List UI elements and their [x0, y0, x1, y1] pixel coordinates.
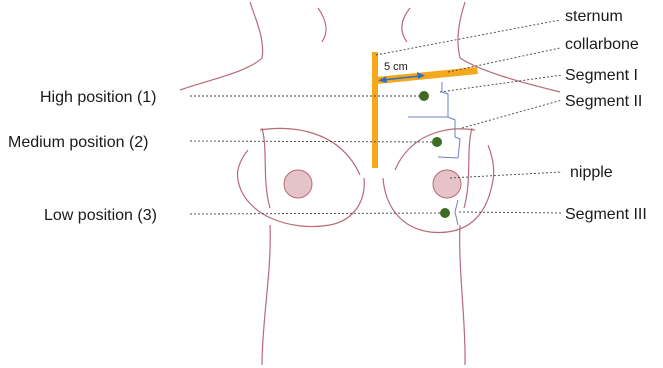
segment-3-label: Segment III [565, 206, 647, 223]
sternum-bar [372, 52, 378, 168]
distance-label: 5 cm [384, 61, 408, 73]
segment-1-label: Segment I [565, 67, 638, 84]
body-outline [180, 2, 560, 365]
low-position-dot [440, 208, 450, 218]
medium-position-label: Medium position (2) [8, 134, 149, 151]
segment-2-label: Segment II [565, 93, 642, 110]
left-areola [284, 170, 312, 198]
low-position-label: Low position (3) [44, 207, 157, 224]
medium-position-dot [432, 137, 442, 147]
high-position-dot [419, 91, 429, 101]
high-position-label: High position (1) [40, 89, 157, 106]
sternum-label: sternum [565, 8, 623, 25]
right-areola [433, 170, 461, 198]
collarbone-label: collarbone [565, 36, 639, 53]
segment-brackets [408, 82, 460, 225]
nipple-label: nipple [570, 164, 613, 181]
